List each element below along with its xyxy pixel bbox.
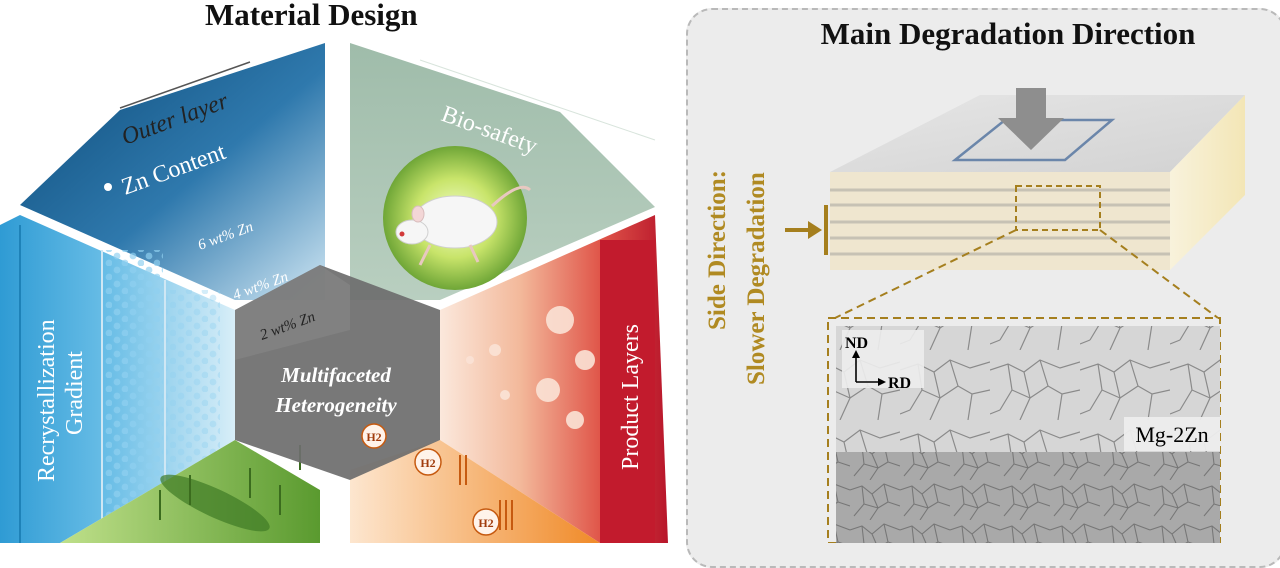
h2-bubble-3: H2 — [472, 508, 500, 536]
center-hex-facet — [235, 265, 350, 360]
slab-side-face — [1170, 95, 1245, 270]
h2-bubble-2: H2 — [414, 448, 442, 476]
outer-layer-rule — [119, 61, 251, 109]
side-direction-label: Side Direction: — [704, 170, 731, 330]
material-design-title: Material Design — [205, 0, 418, 32]
green-grain — [160, 474, 270, 532]
center-label-line2: Heterogeneity — [274, 393, 397, 417]
zoom-box — [1015, 185, 1101, 231]
recrystallization-label: Recrystallization — [34, 319, 60, 482]
side-arrow-icon — [808, 221, 822, 239]
axis-nd-label: ND — [845, 335, 868, 352]
gradient-label: Gradient — [62, 351, 88, 435]
down-arrow-icon — [998, 88, 1064, 150]
micrograph-frame — [827, 317, 1221, 543]
center-label-line1: Multifaceted — [280, 363, 391, 387]
sample-label-box — [1124, 417, 1220, 451]
grain-boundaries-lower — [836, 452, 1220, 543]
product-layers-label: Product Layers — [618, 324, 644, 470]
nd-arrow-icon — [852, 350, 860, 358]
mouse-icon — [395, 185, 532, 266]
slower-degradation-label: Slower Degradation — [743, 172, 770, 385]
svg-text:H2: H2 — [478, 516, 493, 530]
top-inset-frame — [951, 118, 1116, 162]
svg-text:H2: H2 — [420, 456, 435, 470]
sample-label: Mg-2Zn — [1135, 422, 1208, 447]
orange-arrows — [459, 455, 513, 530]
axis-rd-label: RD — [888, 375, 911, 392]
product-outer-layer — [600, 240, 655, 543]
orange-segment — [350, 440, 600, 543]
figure-svg: Outer layer Zn Content 6 wt% Zn 4 wt% Zn… — [0, 16, 1245, 543]
zn-content-segment — [20, 43, 325, 300]
zoom-line-left — [834, 229, 1017, 319]
slab-layers — [830, 188, 1170, 256]
bio-edge-line — [419, 59, 656, 141]
h2-bubble-1: H2 — [361, 423, 387, 449]
svg-text:H2: H2 — [366, 430, 381, 444]
product-bubbles — [466, 306, 595, 429]
bullet-icon — [104, 183, 112, 191]
rd-arrow-icon — [878, 378, 886, 386]
zoom-line-right — [1099, 229, 1219, 319]
degradation-title: Main Degradation Direction — [821, 16, 1196, 51]
